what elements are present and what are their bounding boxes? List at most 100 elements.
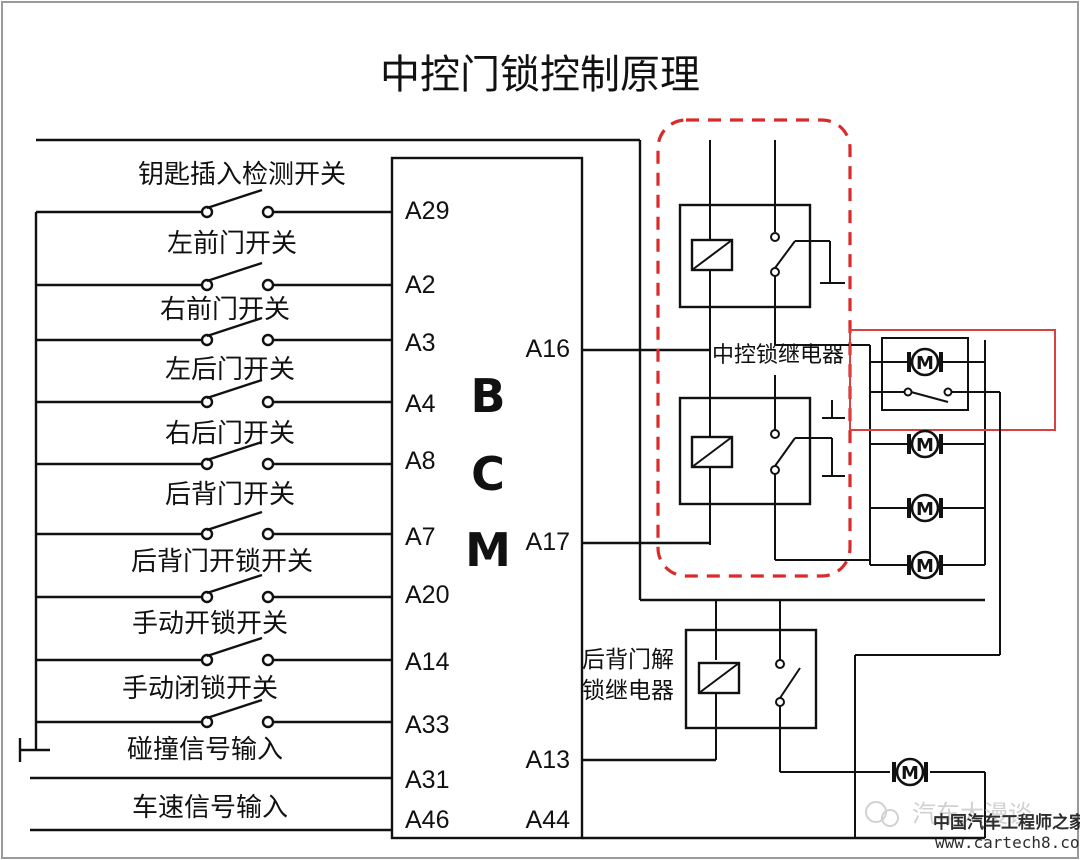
tailgate-relay-label-2: 锁继电器 — [582, 678, 674, 704]
central-lock-relay-lower — [678, 396, 812, 506]
bcm-input-pin: A2 — [405, 271, 436, 299]
motor-symbol: M — [901, 763, 919, 784]
bcm-output-pin: A13 — [526, 746, 570, 774]
input-row: 后背门开锁开关 A20 — [36, 547, 449, 609]
watermark: 汽车大漫谈 中国汽车工程师之家 www.cartech8.com — [865, 800, 1080, 852]
input-label: 车速信号输入 — [132, 793, 288, 823]
input-row: 左前门开关 A2 — [36, 229, 436, 299]
watermark-account: 汽车大漫谈 — [912, 800, 1032, 828]
switch-blade — [206, 261, 263, 283]
tailgate-contact-a — [775, 659, 785, 669]
input-row: 车速信号输入 A46 — [30, 793, 449, 834]
relay-upper-contact-blade — [774, 240, 796, 269]
switch-blade — [206, 636, 263, 658]
motor-symbol: M — [916, 435, 934, 456]
motor-brush-left — [892, 762, 896, 782]
relay-upper-contact-a — [770, 232, 780, 242]
bcm-input-pin: A3 — [405, 329, 436, 357]
output-row: A16 — [526, 335, 710, 363]
lock-motor: M — [907, 347, 943, 377]
bcm-input-pin: A29 — [405, 197, 449, 225]
motor-brush-right — [939, 555, 943, 575]
switch-blade — [206, 378, 263, 400]
motor-circle — [910, 550, 940, 580]
relay-lower-contact-a — [770, 429, 780, 439]
input-label: 后背门开关 — [165, 480, 295, 510]
input-label: 左前门开关 — [167, 229, 297, 259]
input-label: 左后门开关 — [165, 355, 295, 385]
motor-symbol: M — [916, 499, 934, 520]
tailgate-relay-label-1: 后背门解 — [582, 647, 674, 673]
watermark-site-url: www.cartech8.com — [935, 833, 1080, 852]
tailgate-unlock-relay — [684, 628, 818, 730]
bcm-output-pin: A17 — [526, 528, 570, 556]
input-row: 碰撞信号输入 A31 — [30, 735, 449, 794]
output-row: A13 — [526, 746, 716, 774]
bcm-output-pin: A16 — [526, 335, 570, 363]
motor-circle — [895, 757, 925, 787]
motor-brush-left — [907, 498, 911, 518]
motor-brush-left — [907, 434, 911, 454]
door-lock-motors: M M M M M — [870, 347, 985, 787]
motor-symbol: M — [916, 556, 934, 577]
output-row: A17 — [526, 528, 710, 556]
bcm-input-pin: A20 — [405, 581, 449, 609]
driver-motor-module — [881, 337, 969, 411]
driver-switch-blade — [910, 391, 949, 403]
relay-upper-coil-mark — [691, 239, 733, 271]
bcm-letter-b: B — [470, 369, 505, 423]
input-label: 右后门开关 — [165, 419, 295, 449]
watermark-site-cn: 中国汽车工程师之家 — [933, 812, 1080, 833]
lock-motor: M — [870, 550, 985, 580]
bcm-input-pin: A7 — [405, 523, 436, 551]
bcm-input-pin: A33 — [405, 711, 449, 739]
switch-blade — [206, 440, 263, 462]
driver-motor-highlight — [849, 329, 1056, 431]
bcm-letter-c: C — [471, 447, 505, 501]
lock-motor: M — [892, 757, 928, 787]
input-label: 手动闭锁开关 — [122, 674, 278, 704]
motor-circle — [910, 493, 940, 523]
input-row: 左后门开关 A4 — [36, 355, 436, 418]
relay-lower-contact-blade — [774, 437, 796, 467]
motor-brush-right — [924, 762, 928, 782]
relay-lower-coil — [690, 435, 734, 469]
bcm-input-pin: A46 — [405, 806, 449, 834]
motor-circle — [910, 347, 940, 377]
lock-motor: M — [870, 493, 985, 523]
driver-switch-b — [943, 387, 953, 397]
switch-blade — [206, 510, 263, 532]
input-row: 右前门开关 A3 — [36, 295, 436, 357]
input-label: 右前门开关 — [160, 295, 290, 325]
motor-brush-left — [907, 555, 911, 575]
bcm-letter-m: M — [465, 523, 511, 577]
bcm-input-pin: A4 — [405, 390, 436, 418]
input-label: 钥匙插入检测开关 — [138, 160, 346, 190]
wechat-icon-bubble — [881, 809, 899, 827]
input-row: 手动开锁开关 A14 — [36, 609, 450, 676]
switch-blade — [206, 188, 263, 210]
motor-brush-right — [939, 498, 943, 518]
switch-blade — [206, 316, 263, 338]
motor-brush-left — [907, 352, 911, 372]
bcm-input-pin: A14 — [405, 648, 450, 676]
input-label: 后背门开锁开关 — [131, 547, 313, 577]
input-label: 碰撞信号输入 — [127, 735, 283, 765]
bcm-output-pin: A44 — [526, 806, 571, 834]
diagram-title: 中控门锁控制原理 — [380, 52, 700, 98]
motor-symbol: M — [916, 353, 934, 374]
tailgate-relay-coil — [697, 661, 741, 695]
bcm-input-pin: A31 — [405, 766, 449, 794]
relay-lower-coil-mark — [691, 436, 733, 468]
tailgate-relay-coil-mark — [698, 662, 740, 694]
motor-circle — [910, 429, 940, 459]
motor-brush-right — [939, 434, 943, 454]
lock-motor: M — [870, 429, 985, 459]
input-label: 手动开锁开关 — [132, 609, 288, 639]
input-row: 钥匙插入检测开关 A29 — [36, 160, 449, 225]
